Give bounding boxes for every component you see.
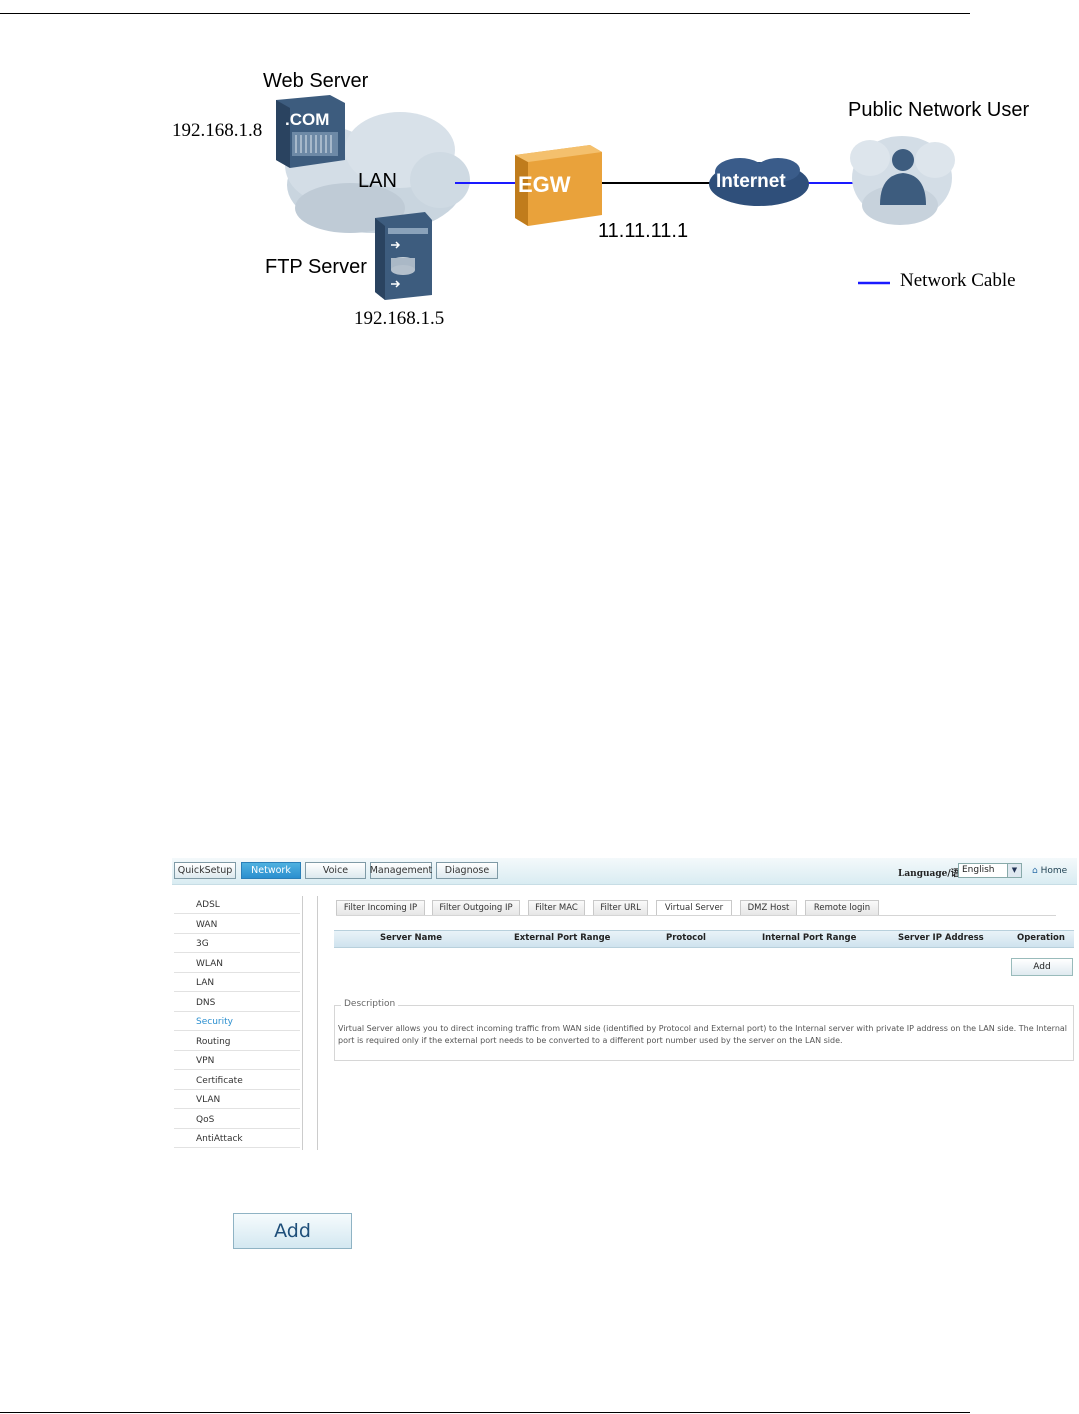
internet-label: Internet [716, 171, 786, 192]
home-label: Home [1040, 866, 1068, 876]
col-operation: Operation [1017, 933, 1065, 943]
sidebar-item-antiattack[interactable]: AntiAttack [174, 1130, 300, 1148]
lan-label: LAN [358, 170, 397, 192]
sidebar-item-routing[interactable]: Routing [174, 1033, 300, 1051]
col-server-ip-address: Server IP Address [898, 933, 984, 943]
public-user-label: Public Network User [848, 99, 1030, 121]
content-divider [317, 896, 318, 1150]
tab-filter-url[interactable]: Filter URL [593, 900, 648, 916]
internet-cloud-icon [709, 158, 809, 206]
web-server-badge: .COM [285, 110, 330, 129]
col-internal-port-range: Internal Port Range [762, 933, 857, 943]
add-button[interactable]: Add [1011, 958, 1073, 976]
public-user-icon [850, 136, 955, 225]
tab-filter-mac[interactable]: Filter MAC [528, 900, 585, 916]
col-server-name: Server Name [380, 933, 443, 943]
tab-dmz-host[interactable]: DMZ Host [740, 900, 797, 916]
diagram-graphics [276, 95, 955, 300]
egw-label: EGW [518, 172, 571, 197]
nav-diagnose[interactable]: Diagnose [436, 862, 498, 879]
sidebar-item-wan[interactable]: WAN [174, 916, 300, 934]
egw-device-icon [515, 145, 602, 226]
ftp-server-label: FTP Server [265, 256, 367, 278]
language-value: English [962, 865, 995, 875]
chevron-down-icon[interactable]: ▼ [1007, 864, 1021, 877]
home-icon: ⌂ [1032, 866, 1038, 876]
sidebar-item-vpn[interactable]: VPN [174, 1052, 300, 1070]
egw-ip: 11.11.11.1 [598, 220, 689, 242]
nav-quicksetup[interactable]: QuickSetup [174, 862, 236, 879]
home-link[interactable]: ⌂ Home [1032, 866, 1067, 876]
nav-management[interactable]: Management [370, 862, 432, 879]
top-rule [0, 13, 970, 14]
top-nav-bar: QuickSetup Network Voice Management Diag… [172, 858, 1077, 885]
ftp-server-icon [375, 212, 432, 300]
sidebar-item-lan[interactable]: LAN [174, 974, 300, 992]
sidebar-item-vlan[interactable]: VLAN [174, 1091, 300, 1109]
tab-underline [336, 915, 1056, 916]
web-server-icon [276, 95, 345, 168]
sidebar-item-3g[interactable]: 3G [174, 935, 300, 953]
ftp-server-ip: 192.168.1.5 [354, 308, 445, 329]
virtual-server-table-header: Server Name External Port Range Protocol… [334, 930, 1074, 948]
legend-label: Network Cable [900, 270, 1016, 291]
language-label: Language/语言: [898, 869, 972, 879]
sidebar-item-qos[interactable]: QoS [174, 1111, 300, 1129]
tab-filter-outgoing-ip[interactable]: Filter Outgoing IP [432, 900, 520, 916]
sidebar-item-certificate[interactable]: Certificate [174, 1072, 300, 1090]
language-select[interactable]: English ▼ [958, 863, 1022, 878]
description-legend: Description [341, 999, 399, 1009]
col-protocol: Protocol [666, 933, 706, 943]
web-server-label: Web Server [263, 70, 369, 92]
router-web-ui: QuickSetup Network Voice Management Diag… [172, 858, 1077, 1150]
sidebar-item-wlan[interactable]: WLAN [174, 955, 300, 973]
nav-voice[interactable]: Voice [305, 862, 366, 879]
sidebar-item-security[interactable]: Security [174, 1013, 300, 1031]
tab-filter-incoming-ip[interactable]: Filter Incoming IP [336, 900, 425, 916]
col-external-port-range: External Port Range [514, 933, 611, 943]
sidebar: ADSL WAN 3G WLAN LAN DNS Security Routin… [172, 896, 303, 1150]
add-button-large[interactable]: Add [233, 1213, 352, 1249]
tab-virtual-server[interactable]: Virtual Server [656, 900, 732, 916]
web-server-ip: 192.168.1.8 [172, 120, 263, 141]
bottom-rule [0, 1412, 970, 1413]
description-text: Virtual Server allows you to direct inco… [338, 1024, 1068, 1045]
nav-network[interactable]: Network [241, 862, 301, 879]
tab-remote-login[interactable]: Remote login [805, 900, 879, 916]
sidebar-item-adsl[interactable]: ADSL [174, 896, 300, 914]
description-box: Description Virtual Server allows you to… [334, 999, 1074, 1061]
sidebar-item-dns[interactable]: DNS [174, 994, 300, 1012]
